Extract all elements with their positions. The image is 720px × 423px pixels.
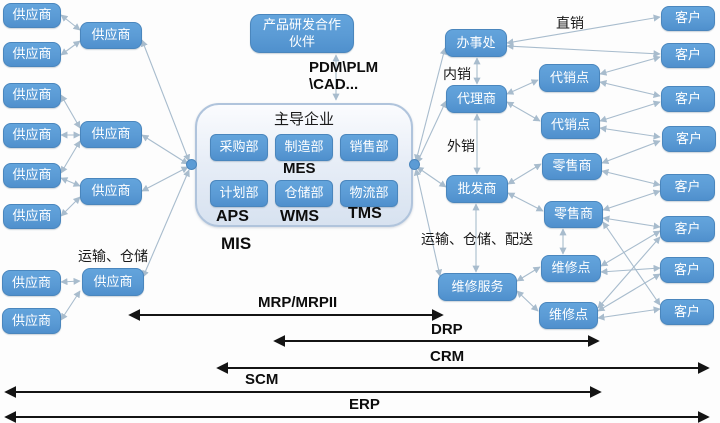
connector — [601, 169, 661, 187]
label-tms: TMS — [348, 205, 382, 222]
retailer-box: 零售商 — [544, 201, 603, 228]
label-domestic-sales: 内销 — [443, 66, 471, 82]
connector — [599, 55, 661, 76]
label-aps: APS — [216, 208, 249, 225]
customer-box: 客户 — [661, 86, 715, 112]
label-scm: SCM — [245, 371, 279, 388]
label-transport-warehouse: 运输、仓储 — [78, 248, 148, 264]
connector — [414, 47, 447, 162]
connector — [413, 168, 443, 277]
customer-box: 客户 — [662, 126, 716, 152]
supplier-tier2-box: 供应商 — [3, 123, 61, 148]
connector — [516, 266, 541, 282]
connector — [599, 125, 661, 140]
dept-warehouse-box: 仓储部 — [275, 180, 333, 207]
customer-box: 客户 — [660, 216, 715, 242]
supplier-tier1-box: 供应商 — [80, 178, 142, 205]
connector — [602, 215, 661, 230]
dept-sales-box: 销售部 — [340, 134, 398, 161]
dept-logistics-box: 物流部 — [340, 180, 398, 207]
label-pdm: PDM\PLM \CAD... — [309, 59, 378, 93]
connector — [600, 230, 661, 267]
supplier-tier1-box: 供应商 — [80, 22, 142, 49]
connector — [506, 101, 541, 122]
supplier-tier1-box: 供应商 — [82, 268, 144, 296]
right-hub-dot — [409, 159, 420, 170]
connector — [60, 14, 81, 31]
connector — [60, 140, 81, 174]
connector — [60, 94, 81, 129]
connector — [140, 39, 191, 162]
label-mis: MIS — [221, 234, 252, 253]
connector — [416, 166, 447, 188]
connector — [597, 236, 661, 309]
connector — [416, 100, 447, 164]
connector — [507, 192, 544, 212]
connector — [142, 169, 190, 278]
supplier-tier2-box: 供应商 — [3, 204, 61, 229]
supplier-tier2-box: 供应商 — [3, 42, 61, 67]
connector — [60, 177, 81, 187]
customer-box: 客户 — [661, 43, 715, 68]
supplier-tier2-box: 供应商 — [2, 270, 61, 296]
connector — [601, 139, 661, 165]
label-transport-warehouse-delivery: 运输、仓储、配送 — [421, 231, 533, 247]
retailer-box: 零售商 — [542, 153, 602, 180]
connector — [141, 134, 189, 165]
connector — [60, 196, 81, 217]
label-pdm-line1: PDM\PLM — [309, 59, 379, 76]
connector — [516, 290, 539, 312]
label-crm: CRM — [430, 348, 465, 365]
connector — [599, 79, 661, 99]
repair-point-box: 维修点 — [539, 302, 598, 329]
connector — [60, 277, 81, 286]
label-mrp: MRP/MRPII — [258, 294, 338, 311]
consignment-point-box: 代销点 — [539, 64, 600, 92]
label-direct-sales: 直销 — [556, 15, 584, 31]
label-pdm-line2: \CAD... — [309, 76, 359, 93]
supplier-tier2-box: 供应商 — [3, 163, 61, 188]
customer-box: 客户 — [660, 257, 714, 283]
wholesaler-box: 批发商 — [446, 175, 508, 203]
connector — [507, 163, 542, 185]
repair-service-box: 维修服务 — [438, 273, 517, 301]
label-erp: ERP — [349, 396, 380, 413]
connector — [506, 14, 661, 46]
supplier-tier2-box: 供应商 — [3, 83, 61, 108]
dept-purchasing-box: 采购部 — [210, 134, 268, 161]
agent-box: 代理商 — [446, 85, 507, 113]
customer-box: 客户 — [660, 299, 714, 325]
label-wms: WMS — [280, 208, 320, 225]
label-drp: DRP — [431, 321, 463, 338]
connector — [60, 290, 81, 321]
label-export-sales: 外销 — [447, 138, 475, 154]
repair-point-box: 维修点 — [541, 255, 601, 282]
connector — [60, 40, 81, 56]
left-hub-dot — [186, 159, 197, 170]
enterprise-title: 主导企业 — [273, 111, 334, 128]
label-mes: MES — [283, 160, 316, 177]
connector — [597, 306, 661, 321]
connector — [506, 79, 539, 95]
office-box: 办事处 — [445, 29, 507, 57]
dept-manufacturing-box: 制造部 — [275, 134, 333, 161]
connector — [599, 100, 661, 123]
connector — [506, 42, 661, 58]
dept-planning-box: 计划部 — [210, 180, 268, 207]
supplier-tier2-box: 供应商 — [2, 308, 61, 334]
connector — [597, 273, 661, 312]
connector — [602, 189, 661, 212]
rd-partner-box: 产品研发合作伙伴 — [250, 14, 354, 53]
supplier-tier2-box: 供应商 — [3, 3, 61, 28]
customer-box: 客户 — [661, 6, 715, 31]
consignment-point-box: 代销点 — [541, 112, 600, 139]
customer-box: 客户 — [660, 174, 715, 201]
supplier-tier1-box: 供应商 — [80, 121, 142, 148]
